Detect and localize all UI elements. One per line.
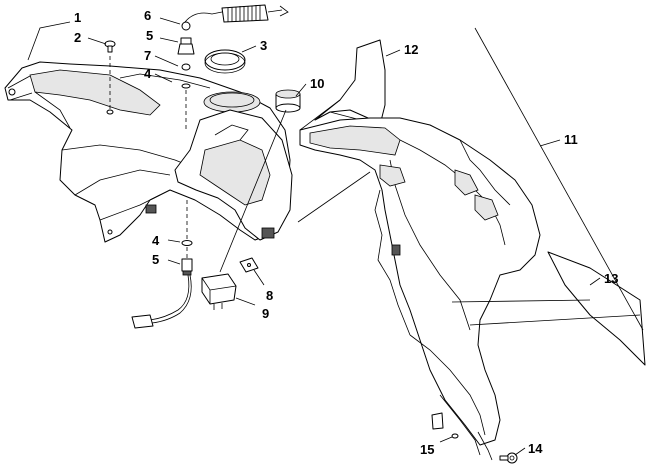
callout-6: 6: [144, 8, 151, 23]
part-15-bracket: [431, 412, 459, 439]
callout-15: 15: [420, 442, 434, 457]
part-12-windshield: [314, 39, 386, 126]
part-1-console-panel: [4, 61, 293, 243]
part-8-clip: [239, 257, 259, 273]
callout-leaders: [27, 17, 601, 456]
part-4-washer-upper: [181, 83, 191, 89]
part-14-fastener: [499, 452, 518, 464]
callout-4-upper: 4: [144, 66, 152, 81]
callout-7: 7: [144, 48, 151, 63]
part-7-nut: [181, 63, 191, 71]
callout-2: 2: [74, 30, 81, 45]
callout-10: 10: [310, 76, 324, 91]
callout-8: 8: [266, 288, 273, 303]
part-2-screw: [104, 40, 116, 115]
part-11-side-cowl: [299, 117, 541, 461]
callout-9: 9: [262, 306, 269, 321]
part-6-harness: [181, 4, 289, 31]
callout-5-lower: 5: [152, 252, 159, 267]
callout-3: 3: [260, 38, 267, 53]
part-5-switch-cap-upper: [177, 37, 195, 55]
callout-5-upper: 5: [146, 28, 153, 43]
callout-11: 11: [564, 132, 578, 147]
callout-labels: 1 2 3 4 4 5 5 6 7 8 9 10 11 12 13 14 15: [74, 8, 618, 457]
callout-12: 12: [404, 42, 418, 57]
callout-4-lower: 4: [152, 233, 160, 248]
part-13-deflector: [547, 251, 646, 366]
assembly-lines: [109, 27, 644, 331]
part-10-grommet: [275, 89, 301, 113]
callout-14: 14: [528, 441, 543, 456]
part-9-switch-body: [201, 273, 237, 310]
part-4-washer-lower: [181, 240, 193, 246]
part-5-switch-lower: [131, 258, 193, 329]
part-3-gasket-ring: [204, 49, 246, 74]
callout-13: 13: [604, 271, 618, 286]
callout-1: 1: [74, 10, 81, 25]
